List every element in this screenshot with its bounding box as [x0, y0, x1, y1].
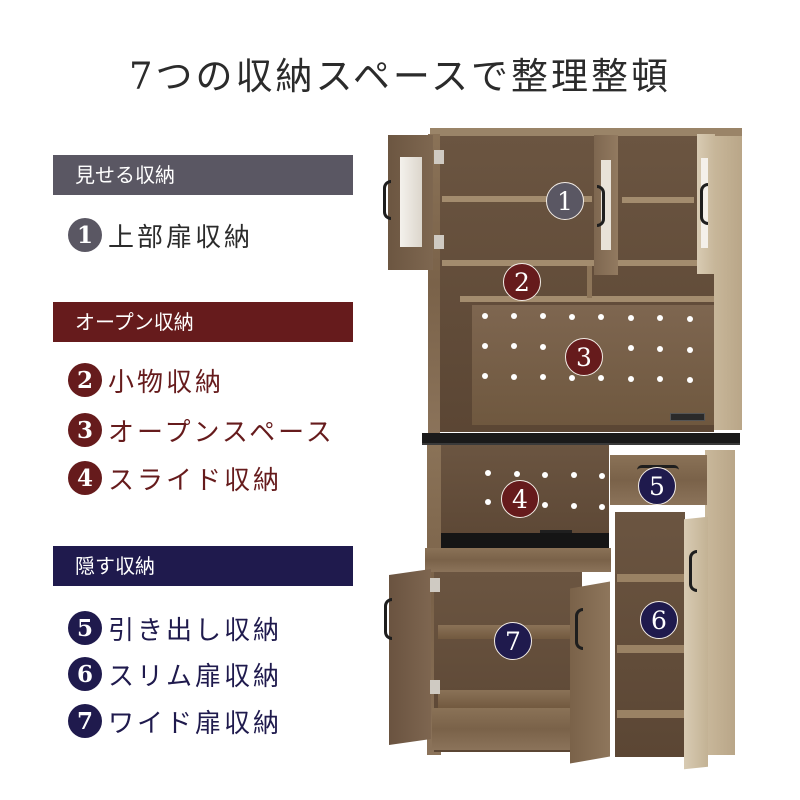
wide-right-door[interactable] — [570, 581, 610, 764]
cabinet-badge-7: 7 — [494, 622, 532, 660]
peg-hole — [569, 314, 575, 320]
list-item-5: 5 引き出し収納 — [68, 610, 282, 646]
door-handle-icon — [383, 180, 391, 220]
cabinet-badge-3: 3 — [565, 338, 603, 376]
upper-shelf — [442, 260, 714, 266]
outlet-icon — [670, 413, 705, 421]
hinge-icon — [434, 235, 444, 249]
peg-hole — [687, 347, 693, 353]
upper-shelf — [622, 197, 694, 203]
section-header-show: 見せる収納 — [53, 155, 353, 195]
peg-hole — [598, 375, 604, 381]
hinge-icon — [430, 578, 440, 592]
peg-hole — [657, 346, 663, 352]
item-label: ワイド扉収納 — [108, 708, 283, 739]
item-label: 上部扉収納 — [108, 222, 254, 253]
peg-hole — [571, 503, 577, 509]
slim-shelf — [617, 574, 685, 582]
peg-hole — [657, 376, 663, 382]
countertop — [422, 433, 740, 445]
list-item-7: 7 ワイド扉収納 — [68, 703, 282, 739]
door-handle-icon — [700, 183, 708, 225]
cabinet-side-panel-lower — [705, 450, 735, 755]
peg-hole — [571, 472, 577, 478]
slim-shelf — [617, 645, 685, 653]
peg-hole — [657, 315, 663, 321]
peg-hole — [628, 376, 634, 382]
drawer-handle-icon — [637, 465, 679, 470]
hinge-icon — [430, 680, 440, 694]
list-item-3: 3 オープンスペース — [68, 412, 335, 448]
number-badge-6: 6 — [68, 657, 102, 691]
peg-hole — [628, 345, 634, 351]
door-handle-icon — [575, 608, 583, 650]
peg-hole — [540, 313, 546, 319]
door-handle-icon — [689, 550, 697, 592]
peg-hole — [540, 344, 546, 350]
number-badge-7: 7 — [68, 704, 102, 738]
peg-hole — [542, 472, 548, 478]
number-badge-3: 3 — [68, 413, 102, 447]
peg-hole — [511, 374, 517, 380]
cabinet-badge-1: 1 — [546, 182, 584, 220]
peg-hole — [628, 315, 634, 321]
cabinet-badge-5: 5 — [638, 467, 676, 505]
item-label: オープンスペース — [108, 417, 335, 448]
page-title: 7つの収納スペースで整理整頓 — [128, 55, 672, 98]
item-label: 小物収納 — [108, 367, 225, 398]
peg-hole — [540, 374, 546, 380]
slide-tray[interactable] — [441, 533, 609, 549]
section-header-hide: 隠す収納 — [53, 546, 353, 586]
wide-shelf — [438, 690, 582, 708]
list-item-1: 1 上部扉収納 — [68, 217, 253, 253]
peg-hole — [687, 316, 693, 322]
cabinet-side-panel — [712, 130, 742, 430]
item-label: スリム扉収納 — [108, 661, 283, 692]
upper-shelf — [442, 196, 592, 202]
peg-hole — [485, 470, 491, 476]
peg-hole — [482, 343, 488, 349]
number-badge-4: 4 — [68, 461, 102, 495]
small-items-shelf — [460, 296, 714, 302]
glass-panel — [400, 157, 422, 247]
item-label: 引き出し収納 — [108, 615, 283, 646]
list-item-6: 6 スリム扉収納 — [68, 656, 282, 692]
peg-hole — [482, 313, 488, 319]
peg-hole — [485, 499, 491, 505]
peg-hole — [511, 313, 517, 319]
list-item-2: 2 小物収納 — [68, 362, 224, 398]
small-items-divider — [587, 266, 592, 298]
cabinet-badge-6: 6 — [640, 601, 678, 639]
peg-hole — [511, 343, 517, 349]
list-item-4: 4 スライド収納 — [68, 460, 282, 496]
glass-panel — [601, 160, 611, 250]
hinge-icon — [434, 150, 444, 164]
number-badge-5: 5 — [68, 611, 102, 645]
peg-hole — [482, 373, 488, 379]
wide-cabinet-base — [432, 708, 582, 750]
number-badge-1: 1 — [68, 218, 102, 252]
section-header-open: オープン収納 — [53, 302, 353, 342]
slim-shelf — [617, 710, 685, 718]
peg-hole — [569, 375, 575, 381]
item-label: スライド収納 — [108, 465, 283, 496]
peg-hole — [542, 502, 548, 508]
peg-hole — [514, 471, 520, 477]
glass-panel — [701, 158, 708, 248]
slide-tray-front[interactable] — [425, 548, 611, 572]
wide-left-door[interactable] — [389, 569, 431, 745]
door-handle-icon — [597, 185, 605, 227]
peg-hole — [687, 377, 693, 383]
door-handle-icon — [384, 598, 392, 640]
upper-hutch-top — [430, 128, 742, 136]
peg-hole — [599, 504, 605, 510]
cabinet-badge-4: 4 — [501, 480, 539, 518]
cabinet-badge-2: 2 — [503, 263, 541, 301]
peg-hole — [598, 314, 604, 320]
peg-hole — [599, 473, 605, 479]
number-badge-2: 2 — [68, 363, 102, 397]
